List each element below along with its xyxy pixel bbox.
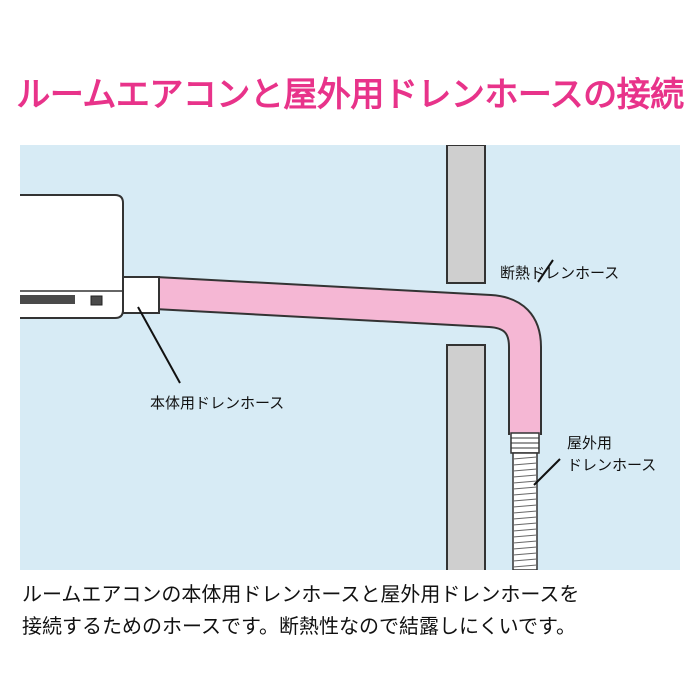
outdoor-corrugated-hose [512, 452, 538, 570]
wall-lower [446, 344, 486, 570]
description-line-1: ルームエアコンの本体用ドレンホースと屋外用ドレンホースを [22, 582, 580, 606]
connection-diagram: 断熱ドレンホース 本体用ドレンホース 屋外用 ドレンホース [20, 145, 680, 570]
unit-vent [20, 295, 75, 304]
label-unit-hose: 本体用ドレンホース [150, 394, 284, 412]
label-outdoor-hose-line1: 屋外用 [567, 434, 612, 452]
diagram-background [20, 145, 680, 570]
description-line-2: 接続するためのホースです。断熱性なので結露しにくいです。 [22, 614, 576, 638]
unit-hose-cuff [122, 276, 160, 314]
leader-insulated-hose [537, 259, 554, 283]
leader-unit-hose [137, 306, 181, 384]
air-conditioner-unit [20, 194, 124, 319]
page-title: ルームエアコンと屋外用ドレンホースの接続 [16, 75, 684, 115]
description: ルームエアコンの本体用ドレンホースと屋外用ドレンホースを 接続するためのホースで… [22, 578, 682, 642]
insulated-hose [154, 278, 540, 435]
wall-upper [446, 145, 486, 284]
leader-outdoor-hose [533, 458, 561, 486]
unit-indicator [90, 295, 103, 306]
label-outdoor-hose-line2: ドレンホース [567, 456, 656, 474]
label-insulated-hose: 断熱ドレンホース [500, 264, 619, 282]
